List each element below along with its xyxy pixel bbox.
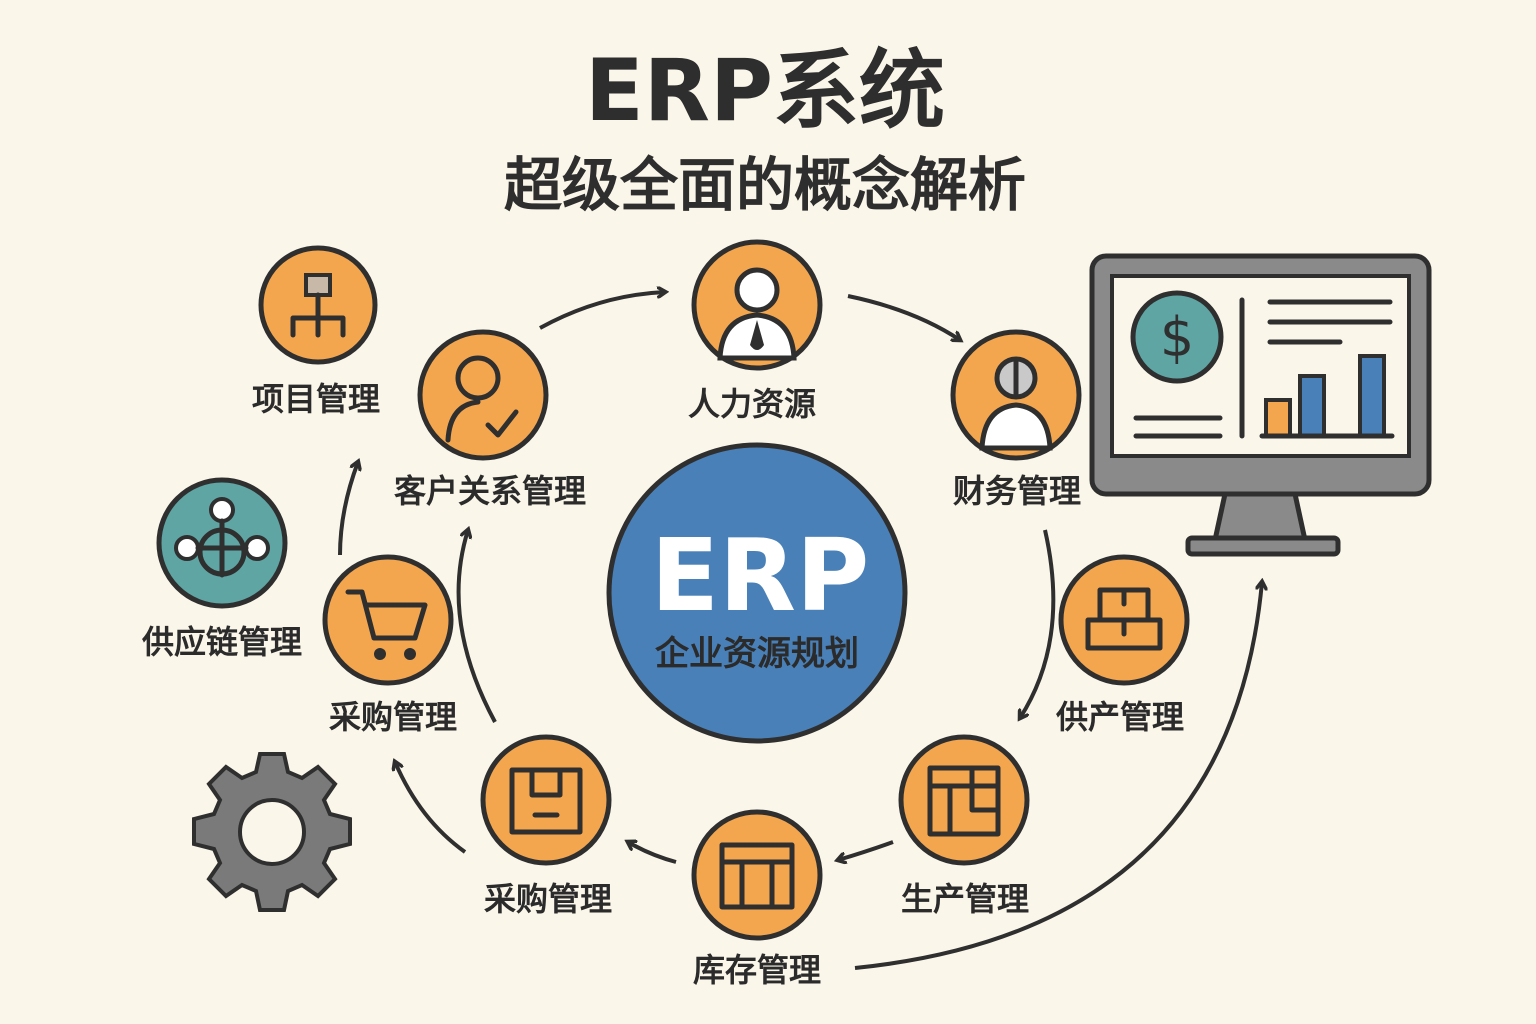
- svg-text:$: $: [1160, 306, 1194, 369]
- warehouse-icon: [927, 765, 1001, 837]
- module-purchasing-1[interactable]: 采购管理: [322, 554, 457, 736]
- flow-arrows: [338, 292, 1262, 970]
- user-check-icon: [445, 355, 519, 443]
- boxes-icon: [1085, 587, 1163, 651]
- monitor-dashboard-icon: $: [1089, 253, 1432, 557]
- module-production[interactable]: 生产管理: [898, 734, 1030, 918]
- gear-icon: [192, 752, 352, 912]
- module-label: 采购管理: [484, 880, 612, 918]
- erp-sublabel: 企业资源规划: [655, 634, 859, 674]
- page-subtitle: 超级全面的概念解析: [504, 151, 1026, 219]
- module-hr[interactable]: 人力资源: [688, 239, 823, 423]
- module-purchasing-2[interactable]: 采购管理: [480, 734, 612, 918]
- module-label: 客户关系管理: [394, 472, 586, 510]
- module-label: 项目管理: [252, 380, 380, 418]
- module-label: 供应链管理: [142, 623, 302, 661]
- module-label: 采购管理: [329, 698, 457, 736]
- module-label: 财务管理: [953, 472, 1081, 510]
- box-icon: [509, 767, 583, 835]
- module-label: 生产管理: [901, 880, 1029, 918]
- person-coin-icon: [979, 356, 1053, 451]
- module-label: 供产管理: [1056, 698, 1184, 736]
- erp-center: ERP 企业资源规划: [606, 442, 908, 744]
- module-crm[interactable]: 客户关系管理: [394, 329, 586, 510]
- module-finance[interactable]: 财务管理: [950, 329, 1082, 510]
- shelf-icon: [719, 842, 795, 910]
- module-supply-production[interactable]: 供产管理: [1056, 554, 1190, 736]
- org-chart-icon: [290, 273, 346, 338]
- erp-label: ERP: [651, 517, 870, 634]
- person-tie-icon: [717, 267, 797, 361]
- module-label: 人力资源: [688, 385, 816, 423]
- module-inventory[interactable]: 库存管理: [691, 809, 823, 989]
- module-label: 库存管理: [693, 951, 821, 989]
- shopping-cart-icon: [345, 589, 428, 660]
- module-project-management[interactable]: 项目管理: [252, 245, 380, 418]
- module-supply-chain[interactable]: 供应链管理: [142, 477, 302, 661]
- page-title: ERP系统: [585, 41, 945, 141]
- network-icon: [174, 497, 270, 578]
